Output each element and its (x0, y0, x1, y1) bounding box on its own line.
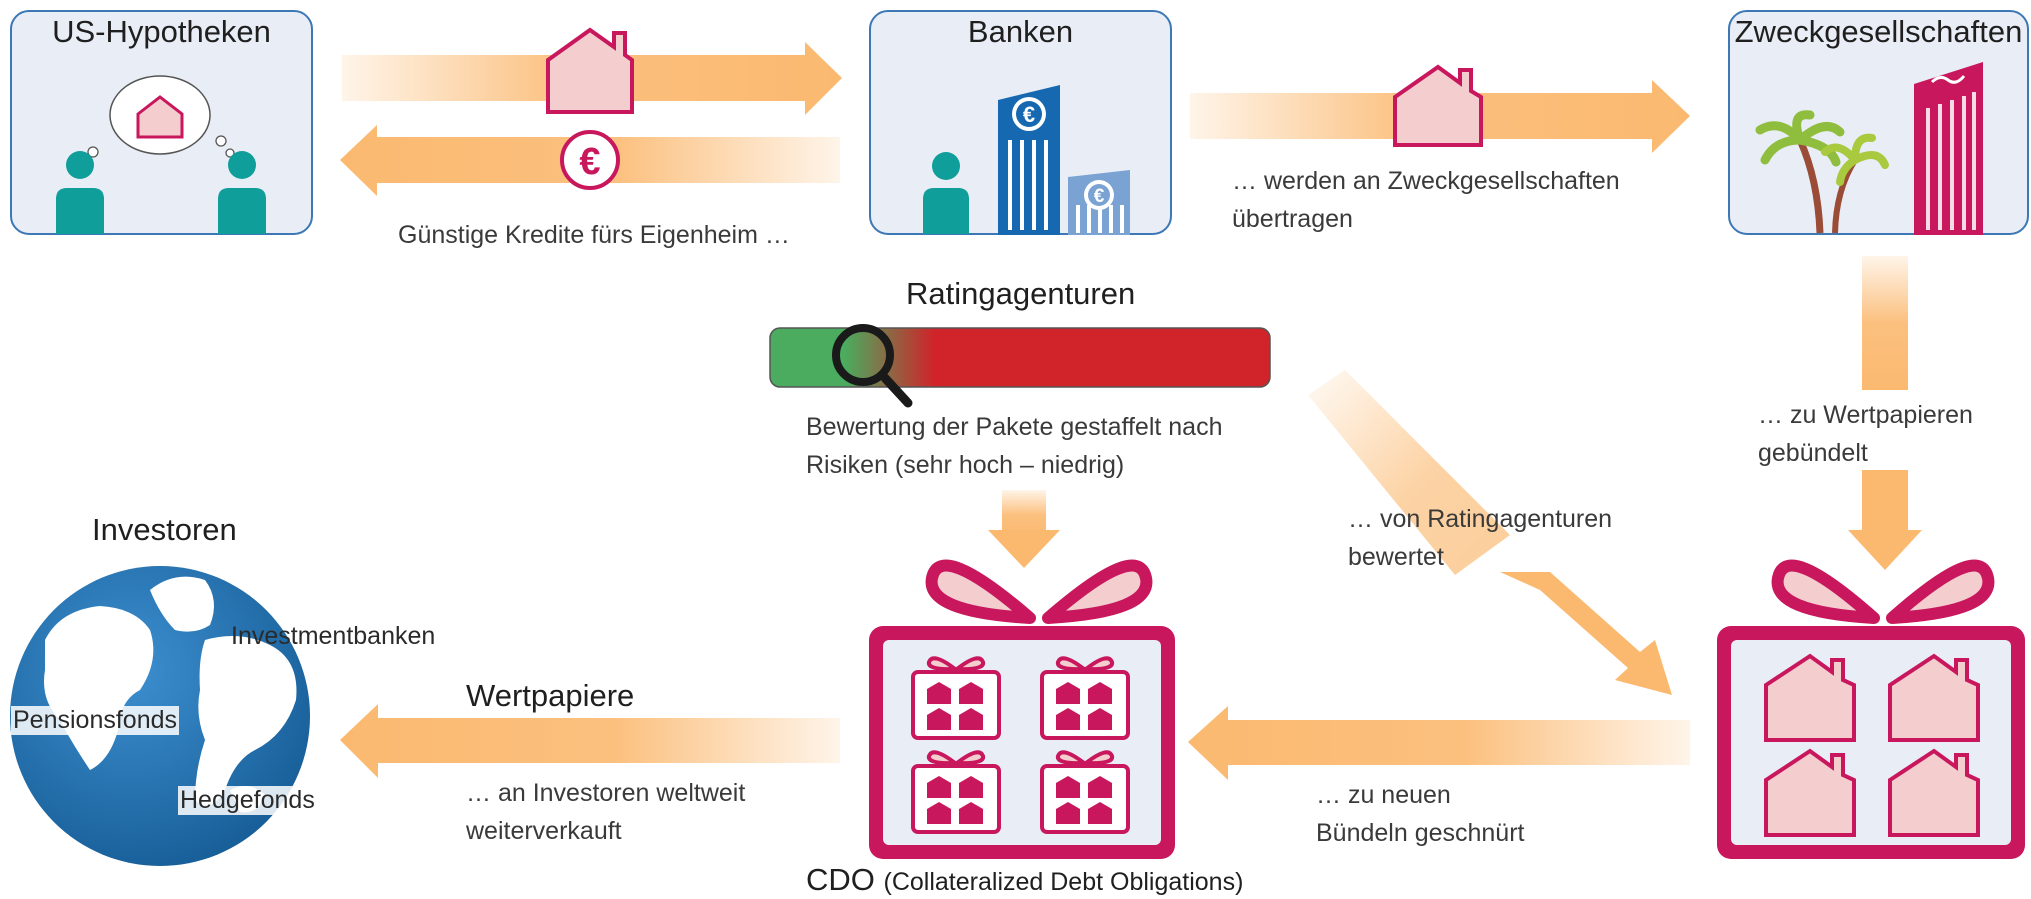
wertpapiere-label: Wertpapiere (466, 678, 635, 713)
caption-kredite: Günstige Kredite fürs Eigenheim … (398, 221, 790, 249)
caption-verkauft-line1: … an Investoren weltweit (466, 779, 746, 807)
rating-caption-line1: Bewertung der Pakete gestaffelt nach (806, 413, 1223, 441)
investoren-title: Investoren (92, 512, 237, 547)
svg-text:€: € (1094, 186, 1105, 207)
caption-uebertragen-line2: übertragen (1232, 205, 1353, 233)
house-icon (1393, 64, 1483, 147)
euro-coin-icon: € (560, 130, 620, 190)
rating-title: Ratingagenturen (906, 276, 1136, 311)
caption-verkauft-line2: weiterverkauft (466, 817, 622, 845)
mini-gift-icon (911, 750, 1001, 834)
house-icon (1764, 748, 1856, 837)
mini-gift-icon (911, 656, 1001, 740)
investor-investmentbanken: Investmentbanken (231, 622, 436, 650)
arrow-zweck-to-bundle (1848, 256, 1922, 570)
bank-tower-icon: € (998, 85, 1060, 235)
rating-bar (769, 327, 1271, 388)
caption-geschnuert-line2: Bündeln geschnürt (1316, 819, 1525, 847)
caption-bewertet-line2: bewertet (1348, 543, 1444, 571)
investor-pensionsfonds: Pensionsfonds (11, 706, 180, 735)
cdo-fullname: (Collateralized Debt Obligations) (883, 868, 1244, 896)
house-icon (546, 27, 634, 114)
magnifier-icon (832, 324, 913, 408)
thought-bubble-icon (87, 75, 235, 158)
bundle-houses (1764, 653, 1980, 837)
caption-uebertragen-line1: … werden an Zweckgesellschaften (1232, 167, 1620, 195)
box-title-banken: Banken (967, 14, 1074, 49)
arrow-rating-to-cdo (988, 490, 1060, 568)
box-title-zweckgesellschaften: Zweckgesellschaften (1734, 14, 2023, 49)
mini-gift-icon (1040, 656, 1130, 740)
arrow-rating-to-bundle (1308, 370, 1672, 695)
house-icon (1888, 748, 1980, 837)
svg-text:€: € (579, 141, 600, 183)
caption-geschnuert-line1: … zu neuen (1316, 781, 1451, 809)
person-icon (56, 151, 104, 234)
arrow-bundle-to-cdo (1188, 706, 1690, 780)
cdo-abbreviation: CDO (806, 862, 875, 897)
caption-gebuendelt-line1: … zu Wertpapieren (1758, 401, 1973, 429)
caption-gebuendelt-line2: gebündelt (1758, 439, 1868, 467)
cdo-mini-gifts (911, 656, 1130, 834)
cdo-label: CDO (Collateralized Debt Obligations) (806, 862, 1243, 898)
investor-hedgefonds: Hedgefonds (178, 786, 317, 815)
office-tower-icon (1914, 62, 1983, 235)
caption-bewertet-line1: … von Ratingagenturen (1348, 505, 1613, 533)
palm-tree-icon (1755, 110, 1889, 234)
mini-gift-icon (1040, 750, 1130, 834)
box-title-us-hypotheken: US-Hypotheken (52, 14, 271, 49)
bank-building-icon: € (1068, 170, 1130, 235)
person-icon (923, 152, 969, 234)
house-icon (1764, 653, 1856, 742)
person-icon (218, 151, 266, 234)
arrow-cdo-to-investoren (340, 704, 840, 778)
house-icon (1888, 653, 1980, 742)
rating-caption-line2: Risiken (sehr hoch – niedrig) (806, 451, 1125, 479)
svg-text:€: € (1023, 102, 1035, 127)
